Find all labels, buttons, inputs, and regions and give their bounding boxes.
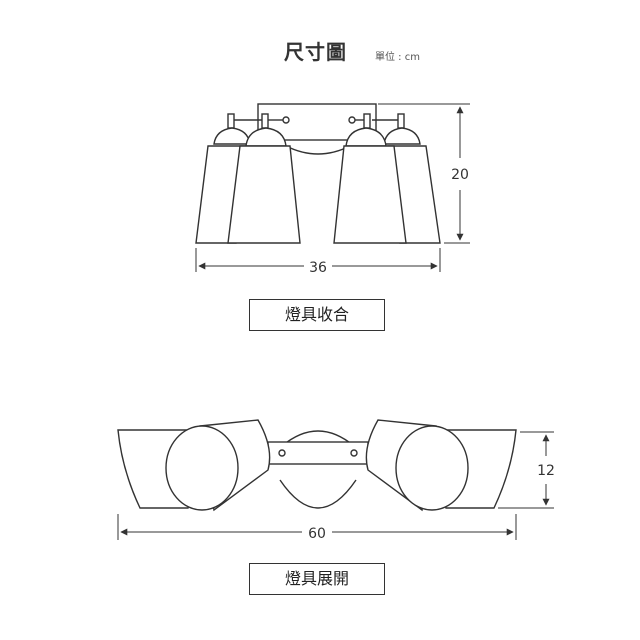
unit-note: 單位 : cm	[375, 52, 420, 63]
expanded-height-dimension	[498, 431, 554, 509]
mount-plate	[257, 103, 377, 141]
expanded-label: 燈具展開	[249, 563, 385, 595]
front-right-shade	[333, 145, 407, 244]
left-knob	[278, 449, 286, 457]
expanded-width-value: 60	[308, 526, 326, 542]
expanded-mount-top	[281, 430, 355, 447]
left-shade-opening	[165, 425, 239, 511]
center-dome	[285, 145, 351, 155]
right-knob	[350, 449, 358, 457]
expanded-center-dome	[279, 479, 357, 509]
page-title: 尺寸圖	[284, 40, 347, 64]
front-left-holder	[245, 113, 290, 147]
folded-width-dimension	[195, 248, 441, 272]
folded-height-dimension	[378, 103, 470, 244]
expanded-lamp-drawing	[117, 419, 517, 512]
folded-label: 燈具收合	[249, 299, 385, 331]
folded-width-value: 36	[309, 260, 327, 276]
back-right-holder	[372, 113, 421, 145]
expanded-height-value: 12	[537, 463, 555, 479]
folded-height-value: 20	[451, 167, 469, 183]
front-left-shade	[227, 145, 301, 244]
right-shade-opening	[395, 425, 469, 511]
front-right-holder	[345, 113, 387, 147]
folded-lamp-drawing	[195, 103, 441, 244]
expanded-width-dimension	[117, 514, 517, 540]
